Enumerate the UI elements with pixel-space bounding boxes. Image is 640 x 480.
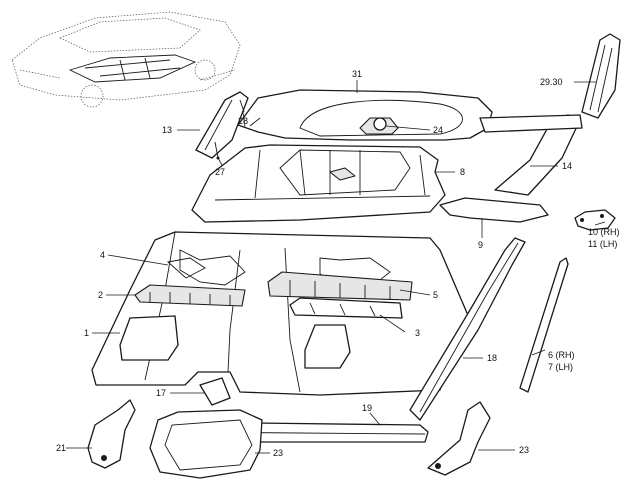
car-location-thumbnail xyxy=(11,11,241,108)
part-13-pillar-bracket xyxy=(195,91,249,159)
part-28-clip xyxy=(239,99,245,113)
part-2-front-cross-member xyxy=(134,284,246,307)
callout-23-left: 23 xyxy=(273,448,283,458)
callout-8: 8 xyxy=(460,167,465,177)
part-17-tunnel-bracket xyxy=(199,377,231,406)
part-2930-rear-pillar xyxy=(581,33,621,119)
callout-19: 19 xyxy=(362,403,372,413)
callout-6: 6 (RH) xyxy=(548,350,575,360)
callout-18: 18 xyxy=(487,353,497,363)
callout-14: 14 xyxy=(562,161,572,171)
part-4-floor-reinforcement xyxy=(167,257,206,279)
callout-3: 3 xyxy=(415,328,420,338)
part-18-inner-sill xyxy=(409,237,526,421)
part-24-spare-wheel-clamp xyxy=(373,117,387,131)
leader-lines xyxy=(66,80,606,454)
callout-10: 10 (RH) xyxy=(588,227,620,237)
part-23-gusset-right xyxy=(427,401,491,476)
callout-1: 1 xyxy=(84,328,89,338)
callout-21: 21 xyxy=(56,443,66,453)
part-9-cross-member xyxy=(439,197,549,223)
callout-4: 4 xyxy=(100,250,105,260)
part-8-rear-seat-floor xyxy=(191,144,446,223)
callout-27: 27 xyxy=(215,167,225,177)
callout-17: 17 xyxy=(156,388,166,398)
callout-7: 7 (LH) xyxy=(548,362,573,372)
part-21-front-bracket xyxy=(87,399,136,469)
callout-5: 5 xyxy=(433,290,438,300)
callout-23-right: 23 xyxy=(519,445,529,455)
part-rear-rail xyxy=(479,114,583,133)
callout-13: 13 xyxy=(162,125,172,135)
part-1-front-floor-panel xyxy=(91,231,471,396)
part-6-7-sill-strip xyxy=(519,257,569,393)
callout-11: 11 (LH) xyxy=(588,239,617,249)
callout-28: 28 xyxy=(238,116,248,126)
part-23-wheel-arch-left xyxy=(149,409,263,479)
part-3-seat-reinforcement xyxy=(289,297,403,319)
callout-31: 31 xyxy=(352,69,362,79)
callout-2: 2 xyxy=(98,290,103,300)
callout-24: 24 xyxy=(433,125,443,135)
part-31-rear-floor-pan xyxy=(237,89,493,141)
part-10-11-bracket xyxy=(574,209,616,231)
callout-9: 9 xyxy=(478,240,483,250)
callout-2930: 29.30 xyxy=(540,77,563,87)
callout-labels: 1 2 3 4 5 6 (RH) 7 (LH) 8 9 10 (RH) 11 (… xyxy=(56,69,620,458)
part-5-front-cross-member xyxy=(267,271,413,301)
